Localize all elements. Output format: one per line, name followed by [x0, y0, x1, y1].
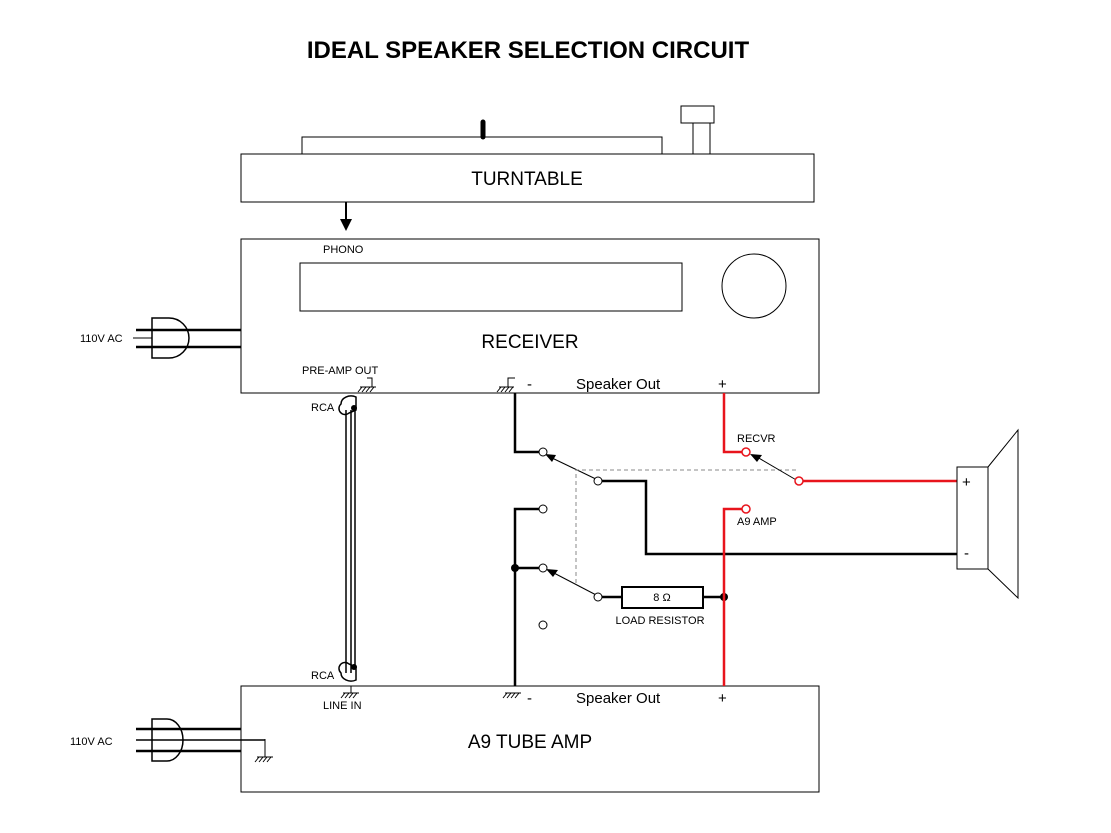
- tube-amp-linein-ground-icon: [340, 686, 359, 699]
- tube-amp-ac-plug-icon: [136, 718, 265, 762]
- selector-switch[interactable]: [538, 447, 798, 630]
- tube-amp-chassis-ground-icon: [254, 739, 273, 763]
- load-resistor-body: [621, 586, 704, 609]
- receiver: PHONO RECEIVER PRE-AMP OUT Speaker Out -…: [240, 238, 820, 394]
- receiver-ac-plug-icon: [133, 317, 241, 359]
- switch-a9-amp-label: A9 AMP: [737, 516, 777, 528]
- tube-amp-speaker-ground-icon: [502, 692, 521, 699]
- tube-amp-body: [240, 685, 820, 793]
- receiver-minus-wire: [513, 393, 543, 454]
- tube-amp-line-in-label: LINE IN: [323, 700, 362, 712]
- receiver-plus-wire: [722, 393, 742, 454]
- contact-lower-a: [538, 563, 548, 573]
- switch-recvr-label: RECVR: [737, 433, 776, 445]
- contact-red-common: [794, 476, 804, 486]
- lower-blade-arrow: [546, 569, 558, 577]
- contact-recv-minus: [538, 447, 548, 457]
- receiver-ac-label: 110V AC: [80, 333, 123, 345]
- contact-a9-amp[interactable]: [741, 504, 751, 514]
- phono-arrow-head: [340, 219, 352, 231]
- receiver-plus-label: +: [718, 376, 727, 393]
- speaker-cone: [987, 428, 1019, 600]
- receiver-preamp-ground-icon: [357, 377, 376, 393]
- amp-minus-junction: [511, 564, 519, 572]
- receiver-speaker-out-label: Speaker Out: [576, 376, 661, 393]
- turntable: TURNTABLE: [240, 105, 815, 203]
- receiver-preamp-out-label: PRE-AMP OUT: [302, 365, 378, 377]
- rca-top-junction: [351, 405, 357, 411]
- rca-top-label: RCA: [311, 402, 335, 414]
- contact-amp-minus: [538, 504, 548, 514]
- speaker-minus-label: -: [964, 545, 969, 562]
- receiver-display: [299, 262, 683, 312]
- load-resistor: 8 Ω LOAD RESISTOR: [615, 586, 705, 627]
- red-wiring: [722, 393, 957, 686]
- receiver-body: [240, 238, 820, 394]
- contact-upper-common: [593, 476, 603, 486]
- rca-cable: [338, 395, 357, 682]
- receiver-phono-label: PHONO: [323, 244, 364, 256]
- rca-top-plug-icon: [338, 395, 357, 416]
- contact-lower-common: [593, 592, 603, 602]
- red-blade: [756, 456, 799, 482]
- tube-amp-plus-label: +: [718, 690, 727, 707]
- tube-amp-minus-label: -: [527, 690, 532, 707]
- load-resistor-value: 8 Ω: [653, 592, 670, 604]
- upper-blade-arrow: [545, 454, 556, 462]
- contact-lower-b: [538, 620, 548, 630]
- rca-bottom-plug-icon: [338, 661, 357, 682]
- amp-plus-wire: [722, 507, 742, 686]
- tube-amp-speaker-out-label: Speaker Out: [576, 690, 661, 707]
- black-wiring: [511, 393, 957, 686]
- tube-amp-ac-label: 110V AC: [70, 736, 113, 748]
- load-resistor-label: LOAD RESISTOR: [615, 615, 704, 627]
- turntable-platter: [301, 136, 663, 155]
- receiver-volume-knob: [721, 253, 787, 319]
- switch-to-speaker-minus-wire: [600, 479, 957, 556]
- switch-mechanical-link: [575, 469, 798, 583]
- tube-amp-label: A9 TUBE AMP: [468, 732, 592, 753]
- speaker-magnet: [956, 466, 989, 570]
- rca-bottom-label: RCA: [311, 670, 335, 682]
- receiver-speaker-ground-icon: [496, 377, 515, 393]
- receiver-label: RECEIVER: [481, 332, 578, 353]
- upper-blade: [549, 456, 601, 482]
- tube-amp: A9 TUBE AMP LINE IN Speaker Out - +: [240, 685, 820, 793]
- speaker-plus-label: +: [962, 474, 971, 491]
- lower-blade: [551, 571, 601, 598]
- turntable-label: TURNTABLE: [471, 169, 583, 190]
- amp-minus-wire: [513, 507, 543, 686]
- tonearm-post: [692, 122, 711, 155]
- contact-recvr[interactable]: [741, 447, 751, 457]
- tonearm-head: [680, 105, 715, 124]
- red-blade-arrow: [750, 454, 762, 462]
- diagram-title: IDEAL SPEAKER SELECTION CIRCUIT: [307, 37, 750, 64]
- turntable-body: [240, 153, 815, 203]
- receiver-minus-label: -: [527, 376, 532, 393]
- speaker-icon: [956, 428, 1019, 600]
